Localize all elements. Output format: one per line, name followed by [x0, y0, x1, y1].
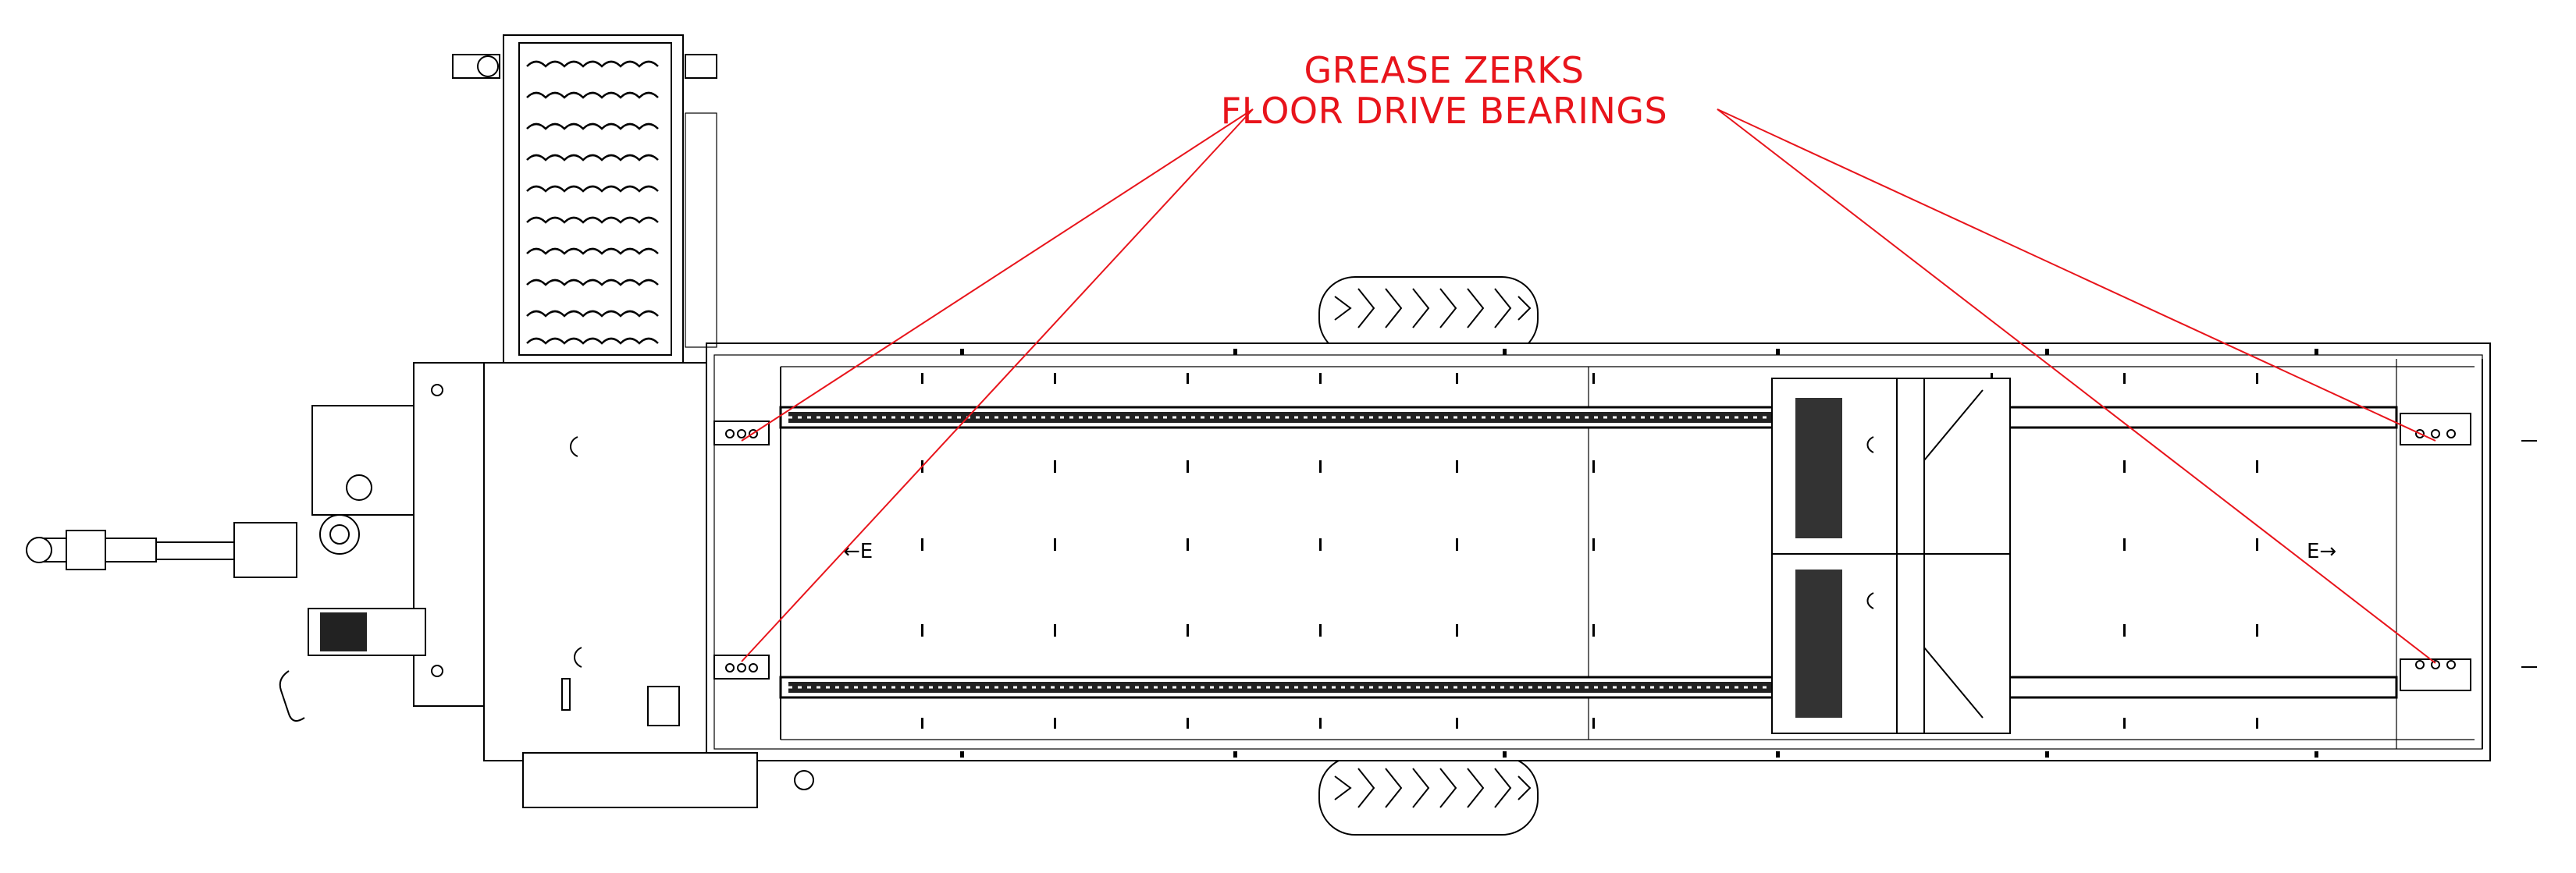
floor-chain-top: [779, 406, 2398, 429]
top-tire: [1318, 276, 1539, 356]
bearing-front-bottom: [713, 655, 770, 680]
leader-to-rear-bottom-zerk: [1717, 108, 2436, 664]
leader-to-front-top-zerk: [741, 108, 1254, 442]
bearing-front-top: [713, 421, 770, 445]
leader-to-rear-top-zerk: [1717, 108, 2436, 442]
direction-marker-left: ←E: [843, 540, 873, 563]
bearing-rear-top: [2400, 413, 2537, 445]
direction-marker-right: E→: [2307, 540, 2336, 563]
bottom-tire: [1318, 756, 1539, 836]
callout-title-floor-drive-bearings: FLOOR DRIVE BEARINGS: [1220, 90, 1668, 132]
leader-to-front-bottom-zerk: [741, 108, 1254, 662]
callout-title-grease-zerks: GREASE ZERKS: [1304, 49, 1585, 91]
bearing-rear-bottom: [2400, 658, 2537, 691]
beater-frame: [1771, 378, 2011, 734]
side-conveyor: [452, 34, 717, 364]
floor-chain-bottom: [779, 676, 2398, 699]
callout-leader-lines: [741, 108, 2436, 664]
hitch-tongue: [26, 405, 426, 722]
